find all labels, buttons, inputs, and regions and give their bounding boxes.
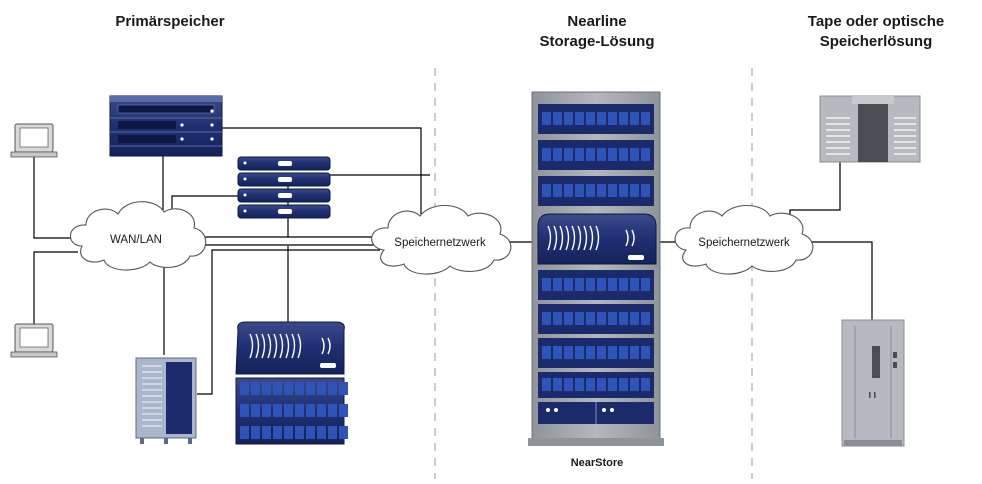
primary-storage-title: Primärspeicher: [115, 13, 224, 30]
wan-lan-label: WAN/LAN: [110, 234, 162, 246]
san-right-label: Speichernetzwerk: [698, 237, 790, 249]
san-cloud-right: Speichernetzwerk: [674, 204, 814, 275]
tape-title-line2: Speicherlösung: [820, 33, 933, 50]
nearstore-rack: [528, 91, 664, 446]
optical-jukebox: [841, 319, 905, 447]
primary-tower-server: [135, 357, 197, 444]
nearline-title-line1: Nearline: [567, 13, 626, 30]
primary-server-stack: [237, 156, 331, 219]
primary-server-top: [109, 95, 223, 157]
nearstore-caption: NearStore: [571, 457, 624, 469]
tape-title-line1: Tape oder optische: [808, 13, 944, 30]
primary-filer-appliance: [235, 321, 348, 445]
san-cloud-left: Speichernetzwerk: [371, 204, 512, 275]
nearline-title-line2: Storage-Lösung: [540, 33, 655, 50]
client-pc-bottom: [10, 323, 58, 358]
wan-lan-cloud: WAN/LAN: [69, 201, 207, 271]
tape-library: [819, 95, 921, 163]
client-pc-top: [10, 123, 58, 158]
san-left-label: Speichernetzwerk: [394, 237, 486, 249]
